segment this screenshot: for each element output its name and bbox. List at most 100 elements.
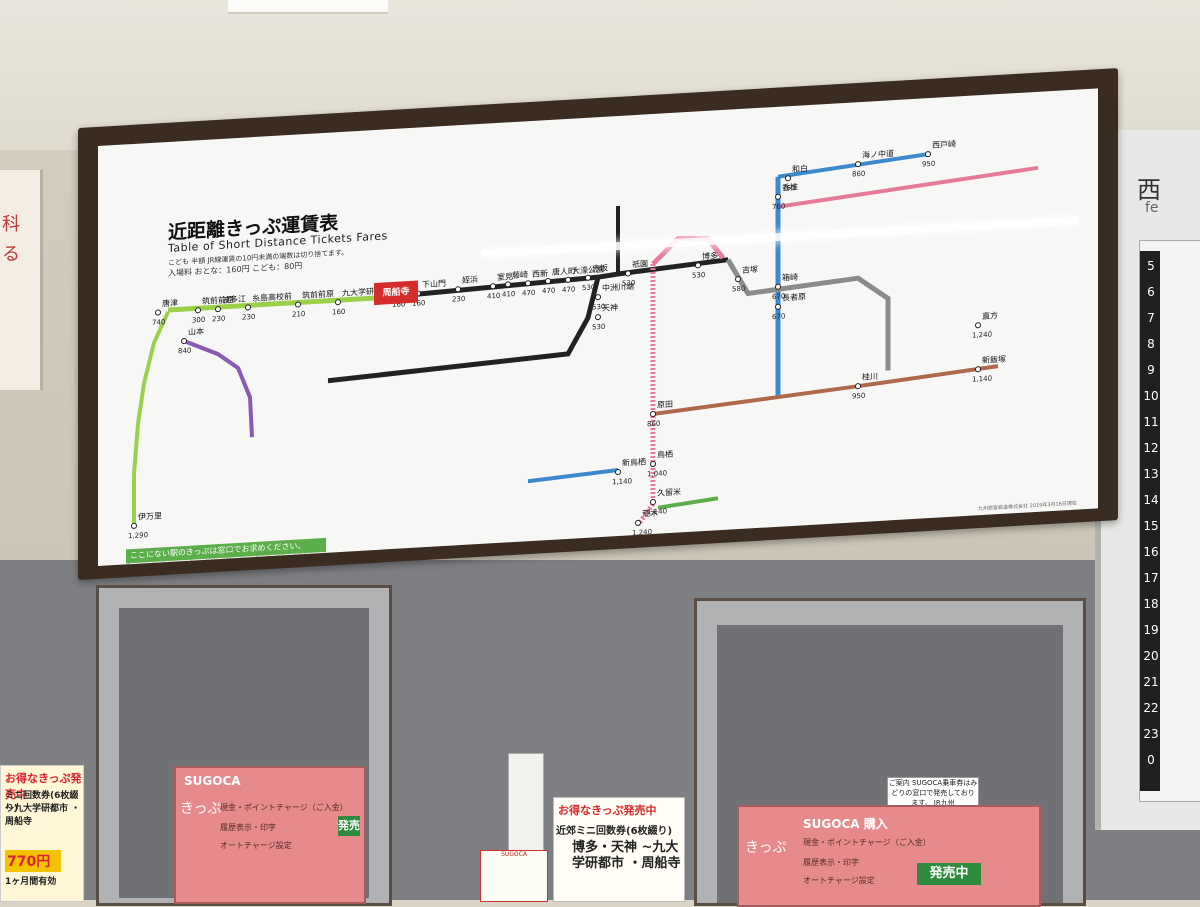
- station-label: 藤崎: [512, 269, 528, 280]
- timetable-hour: 15: [1143, 519, 1159, 533]
- station-dot: [695, 262, 701, 269]
- station-dot: [650, 498, 656, 506]
- station-dot: [455, 286, 461, 293]
- station-fare: 670: [772, 312, 785, 321]
- station-label: 祇園: [632, 258, 648, 269]
- station-fare: 160: [412, 299, 425, 308]
- machine-right-option-charge[interactable]: 現金・ポイントチャージ（ご入金）: [803, 838, 931, 847]
- station-label: 天神: [602, 302, 618, 313]
- right-board-sub: fe: [1145, 200, 1159, 216]
- station-label: 直方: [982, 310, 998, 321]
- timetable-hour: 8: [1147, 337, 1155, 351]
- station-dot: [975, 366, 981, 373]
- station-fare: 840: [178, 347, 191, 356]
- timetable-hour: 12: [1143, 441, 1159, 455]
- station-label: 和白: [792, 163, 808, 174]
- ceiling-light: [228, 0, 388, 14]
- station-label: 荒木: [642, 508, 658, 519]
- machine-right-option-history[interactable]: 履歴表示・印字: [803, 858, 859, 867]
- station-fare: 410: [502, 290, 515, 299]
- machine-right-status: 発売中: [917, 863, 981, 885]
- station-fare: 740: [152, 318, 165, 327]
- station-label: 大濠公園: [572, 264, 604, 276]
- station-fare: 860: [852, 170, 865, 179]
- station-label: 山本: [188, 326, 204, 337]
- station-fare: 530: [592, 323, 605, 332]
- station-label: 伊万里: [138, 510, 162, 521]
- route-map: 唐津740筑前前原300波多江230糸島高校前230筑前前原210九大学研都市1…: [128, 139, 1039, 540]
- station-label: 中洲川端: [602, 281, 634, 293]
- timetable-hour: 10: [1143, 389, 1159, 403]
- ticket-machine-right: ご案内 SUGOCA乗車券はみどりの窓口で発売しております。 JR九州 きっぷ …: [694, 598, 1086, 907]
- station-dot: [215, 306, 221, 313]
- promo-center-title: お得なきっぷ発売中: [558, 804, 657, 817]
- machine-left-status: 発売: [338, 816, 360, 836]
- station-dot: [195, 307, 201, 314]
- station-fare: 1,240: [632, 528, 652, 537]
- station-fare: 670: [772, 292, 785, 301]
- timetable-hour: 6: [1147, 285, 1155, 299]
- station-label: 筑前前原: [202, 294, 234, 306]
- hanging-tag: [508, 753, 544, 855]
- station-fare: 1,140: [612, 477, 632, 486]
- station-dot: [545, 278, 551, 285]
- machine-left-option-autocharge[interactable]: オートチャージ設定: [220, 841, 292, 850]
- station-dot: [615, 469, 621, 476]
- timetable-hour: 5: [1147, 259, 1155, 273]
- station-fare: 530: [592, 303, 605, 312]
- timetable-hour: 7: [1147, 311, 1155, 325]
- machine-left-panel: SUGOCA きっぷ 現金・ポイントチャージ（ご入金） 履歴表示・印字 オートチ…: [174, 766, 366, 904]
- station-fare: 1,040: [647, 469, 667, 478]
- station-fare: 210: [292, 310, 305, 319]
- station-label: 姪浜: [462, 274, 478, 285]
- station-fare: 760: [772, 202, 785, 211]
- sugoca-purchase-logo: SUGOCA 購入: [803, 817, 888, 831]
- right-board-header: 西: [1137, 176, 1161, 204]
- machine-left-option-history[interactable]: 履歴表示・印字: [220, 823, 276, 832]
- station-fare: 1,240: [972, 330, 992, 339]
- station-dot: [245, 304, 251, 311]
- station-fare: 530: [582, 283, 595, 292]
- timetable-hour: 22: [1143, 701, 1159, 715]
- station-dot: [625, 270, 631, 277]
- station-label: 唐津: [162, 297, 178, 308]
- promo-left-validity: 1ヶ月間有効: [5, 877, 57, 887]
- station-label: 桂川: [862, 371, 878, 382]
- machine-right-kippu: きっぷ: [745, 840, 787, 856]
- station-label: 香椎: [782, 182, 798, 193]
- timetable-hour: 9: [1147, 363, 1155, 377]
- timetable-hour: 14: [1143, 493, 1159, 507]
- station-label: 赤坂: [592, 263, 608, 274]
- sugoca-logo: SUGOCA: [184, 774, 241, 788]
- station-fare: 230: [212, 315, 225, 324]
- station-dot: [650, 410, 656, 418]
- timetable-hour: 13: [1143, 467, 1159, 481]
- machine-right-option-autocharge[interactable]: オートチャージ設定: [803, 876, 875, 885]
- promo-left-title: お得なきっぷ発売中: [5, 772, 82, 801]
- station-dot: [775, 283, 781, 290]
- timetable-hour: 0: [1147, 753, 1155, 767]
- machine-left-option-charge[interactable]: 現金・ポイントチャージ（ご入金）: [220, 803, 348, 812]
- station-label: 下山門: [422, 278, 446, 289]
- station-fare: 470: [522, 289, 535, 298]
- station-fare: 1,140: [972, 374, 992, 383]
- station-fare: 160: [392, 300, 405, 309]
- station-fare: 160: [332, 308, 345, 317]
- station-fare: 530: [692, 271, 705, 280]
- station-dot: [975, 322, 981, 329]
- promo-poster-center: お得なきっぷ発売中 近郊ミニ回数券(6枚綴り) 博多・天神 ~九大学研都市 ・周…: [553, 797, 685, 902]
- timetable-hour: 11: [1143, 415, 1159, 429]
- station-dot: [295, 301, 301, 308]
- station-label: 西戸崎: [932, 139, 956, 150]
- left-sign-char: 科: [2, 214, 20, 235]
- station-label: 新鳥栖: [622, 456, 646, 467]
- station-label: 筑前前原: [302, 288, 334, 300]
- station-fare: 230: [452, 295, 465, 304]
- promo-left-ticket: ミニ回数券(6枚綴り): [5, 791, 79, 814]
- station-fare: 1,290: [128, 531, 148, 540]
- station-dot: [775, 193, 781, 200]
- machine-right-panel: きっぷ SUGOCA 購入 現金・ポイントチャージ（ご入金） 履歴表示・印字 オ…: [737, 805, 1041, 907]
- station-fare: 1,140: [647, 507, 667, 516]
